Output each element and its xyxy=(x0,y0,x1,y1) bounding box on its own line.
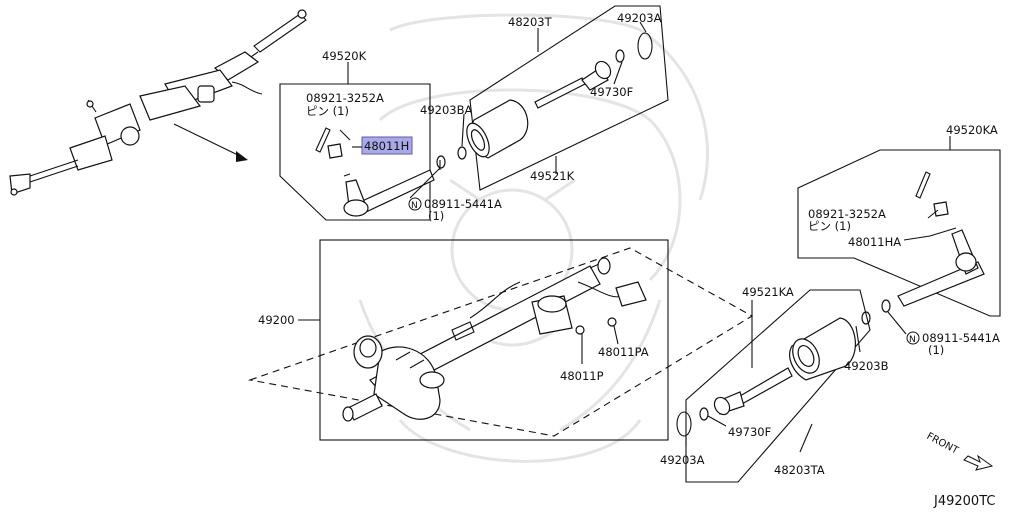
tie-rod-end-right xyxy=(861,171,985,325)
boot-kit-outline-top xyxy=(469,5,669,191)
label-49521K[interactable]: 49521K xyxy=(530,169,575,183)
steering-rack-assembly xyxy=(342,257,647,422)
boot-top xyxy=(466,99,529,159)
label-08921-right[interactable]: 08921-3252A xyxy=(808,207,886,221)
label-49203A-top[interactable]: 49203A xyxy=(617,11,662,25)
label-49520K[interactable]: 49520K xyxy=(322,49,367,63)
highlight-48011H[interactable] xyxy=(361,136,413,155)
label-08911-right[interactable]: 08911-5441A xyxy=(922,331,1000,345)
label-49200[interactable]: 49200 xyxy=(258,313,295,327)
label-pin-right: ピン (1) xyxy=(808,219,851,233)
boot-bottom xyxy=(789,317,856,381)
label-49203BA[interactable]: 49203BA xyxy=(420,103,472,117)
label-48203TA[interactable]: 48203TA xyxy=(774,463,825,477)
front-arrow-icon xyxy=(963,454,994,471)
svg-text:N: N xyxy=(411,201,418,211)
boot-kit-outline-bottom xyxy=(685,289,871,483)
circled-n-right-icon: N xyxy=(906,331,920,345)
leader-lines xyxy=(298,21,957,453)
label-48203T[interactable]: 48203T xyxy=(508,15,553,29)
label-48011HA[interactable]: 48011HA xyxy=(848,235,901,249)
tie-rod-inner-top xyxy=(534,60,612,109)
label-48011P[interactable]: 48011P xyxy=(560,369,604,383)
overview-steering-assembly xyxy=(9,9,307,196)
label-48011PA[interactable]: 48011PA xyxy=(598,345,649,359)
small-parts-top xyxy=(457,32,653,160)
front-label: FRONT xyxy=(925,431,961,457)
label-49730F-bottom[interactable]: 49730F xyxy=(728,425,771,439)
label-49520KA[interactable]: 49520KA xyxy=(946,123,998,137)
label-qty-right: (1) xyxy=(928,343,944,357)
circled-n-left-icon: N xyxy=(408,197,422,211)
tie-rod-end-outline-left xyxy=(279,83,431,221)
tie-rod-end-left xyxy=(315,127,446,217)
tie-rod-end-outline-right xyxy=(797,149,1001,317)
label-49203B[interactable]: 49203B xyxy=(844,359,889,373)
label-49203A-bottom[interactable]: 49203A xyxy=(660,453,705,467)
label-49521KA[interactable]: 49521KA xyxy=(742,285,794,299)
label-pin-left: ピン (1) xyxy=(306,104,349,118)
label-08921-left[interactable]: 08921-3252A xyxy=(306,91,384,105)
label-qty-left: (1) xyxy=(428,209,444,223)
diagram-id: J49200TC xyxy=(933,494,995,509)
small-parts-bottom xyxy=(676,407,709,437)
watermark-emblem xyxy=(358,13,709,463)
label-49730F-top[interactable]: 49730F xyxy=(590,85,633,99)
overview-arrow xyxy=(173,123,248,162)
label-08911-left[interactable]: 08911-5441A xyxy=(424,197,502,211)
svg-text:N: N xyxy=(909,335,916,345)
rack-assembly-outline xyxy=(247,239,754,441)
label-48011H[interactable]: 48011H xyxy=(364,139,409,153)
front-direction-marker: FRONT xyxy=(925,431,994,471)
tie-rod-inner-bottom xyxy=(713,367,793,416)
